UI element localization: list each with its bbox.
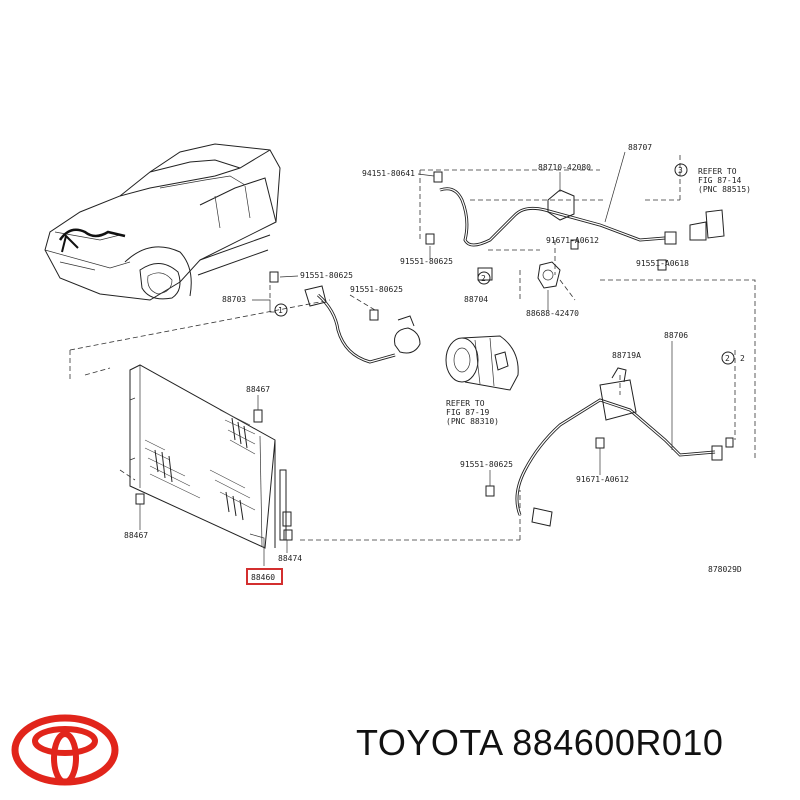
label-refer-87-19-c: (PNC 88310) bbox=[446, 417, 499, 426]
label-91551-80625-b: 91551-80625 bbox=[300, 271, 353, 280]
label-91551-80625-c: 91551-80625 bbox=[350, 285, 403, 294]
label-88706: 88706 bbox=[664, 331, 688, 340]
label-refer-87-19-a: REFER TO bbox=[446, 399, 485, 408]
label-88704: 88704 bbox=[464, 295, 488, 304]
highlight-box-88460 bbox=[246, 568, 283, 585]
label-91671-a0612-bot: 91671-A0612 bbox=[576, 475, 629, 484]
circle-ref-1: 1 bbox=[278, 306, 283, 315]
compressor bbox=[394, 315, 519, 391]
circle-ref-2b: 2 bbox=[725, 354, 730, 363]
label-91551-80625-a: 91551-80625 bbox=[400, 257, 453, 266]
label-88719a: 88719A bbox=[612, 351, 641, 360]
leader-lines bbox=[69, 155, 756, 541]
label-94151-80641: 94151-80641 bbox=[362, 169, 415, 178]
brand-part-number: TOYOTA 884600R010 bbox=[356, 722, 723, 764]
label-88707: 88707 bbox=[628, 143, 652, 152]
refrigerant-lines bbox=[304, 187, 725, 527]
brand-name: TOYOTA bbox=[356, 722, 502, 763]
footer: TOYOTA 884600R010 bbox=[0, 700, 800, 800]
label-91551-80625-d: 91551-80625 bbox=[460, 460, 513, 469]
label-88460: 88460 bbox=[251, 573, 275, 582]
circle-ref-2a: 2 bbox=[481, 274, 486, 283]
vehicle-illustration bbox=[44, 143, 281, 301]
fasteners bbox=[269, 171, 734, 541]
label-91551-a0618: 91551-A0618 bbox=[636, 259, 689, 268]
condenser bbox=[129, 364, 292, 549]
parts-diagram: 1 2 2 2 3 88707 94151-80641 88710-42080 … bbox=[44, 143, 756, 585]
label-88710-42080: 88710-42080 bbox=[538, 163, 591, 172]
label-88467-bot: 88467 bbox=[124, 531, 148, 540]
label-88467-top: 88467 bbox=[246, 385, 270, 394]
part-labels: 88707 94151-80641 88710-42080 REFER TO F… bbox=[124, 143, 751, 585]
toyota-logo bbox=[11, 714, 119, 786]
label-refer-87-14-c: (PNC 88515) bbox=[698, 185, 751, 194]
circled-refs: 1 2 2 2 3 bbox=[274, 163, 745, 365]
label-drawing-code: 878029D bbox=[708, 565, 742, 574]
label-88703: 88703 bbox=[222, 295, 246, 304]
label-91671-a0612-top: 91671-A0612 bbox=[546, 236, 599, 245]
label-88474: 88474 bbox=[278, 554, 302, 563]
label-refer-87-19-b: FIG 87-19 bbox=[446, 408, 490, 417]
part-number: 884600R010 bbox=[512, 722, 724, 763]
circle-ref-3: 3 bbox=[678, 166, 683, 175]
label-88688-42470: 88688-42470 bbox=[526, 309, 579, 318]
label-refer-87-14-b: FIG 87-14 bbox=[698, 176, 742, 185]
label-refer-87-14-a: REFER TO bbox=[698, 167, 737, 176]
circle-ref-2c: 2 bbox=[740, 354, 745, 363]
